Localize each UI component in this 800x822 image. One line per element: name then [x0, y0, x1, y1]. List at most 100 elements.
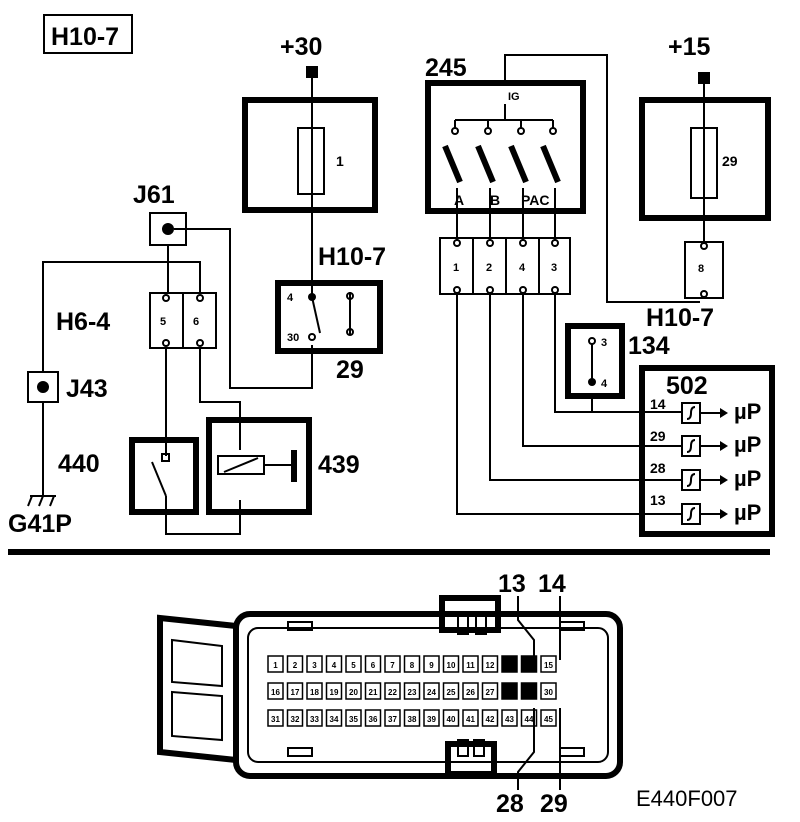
ecu-pin-29: 29 — [650, 428, 666, 444]
connector-pin-number: 17 — [291, 688, 300, 697]
connector-pin-number: 42 — [486, 715, 495, 724]
connector-pin-37 — [384, 709, 401, 727]
connector-pin-number: 2 — [293, 661, 298, 670]
comp-134-label: 134 — [628, 332, 670, 360]
pin-label-28: 28 — [496, 790, 524, 818]
connector-pin-19 — [325, 682, 343, 700]
ground-label: G41P — [8, 510, 72, 538]
connector-pin-number: 32 — [291, 715, 300, 724]
connector-pin-number: 31 — [271, 715, 280, 724]
fuse-1-element — [297, 127, 325, 195]
connector-pin-number: 12 — [486, 661, 495, 670]
connector-pin-number: 25 — [447, 688, 456, 697]
fuse-box-29 — [639, 97, 771, 221]
connector-pin-13 — [501, 655, 518, 673]
connector-pin-number: 44 — [525, 715, 534, 724]
ignition-switch-label: 245 — [425, 54, 467, 82]
j61-label: J61 — [133, 181, 175, 209]
connector-pin-28 — [501, 682, 518, 700]
connector-pin-34 — [325, 709, 343, 727]
connector-pin-43 — [501, 709, 518, 727]
wire-pin3-ecu14 — [554, 294, 682, 413]
connector-pin-10 — [442, 655, 460, 673]
comp-439-box — [206, 417, 312, 515]
connector-pin-number: 5 — [351, 661, 356, 670]
relay-pin-4: 4 — [287, 292, 294, 304]
connector-pin-39 — [423, 709, 440, 727]
comp-134-box — [565, 323, 625, 399]
connector-pin-number: 6 — [371, 661, 376, 670]
switch-440-contact — [151, 461, 167, 497]
pin-label-13: 13 — [498, 570, 526, 598]
relay-29-box — [275, 280, 383, 354]
connector-pin-5 — [345, 655, 362, 673]
comp-134-pin-4: 4 — [601, 378, 608, 390]
connector-pin-number: 22 — [388, 688, 397, 697]
connector-pin-26 — [462, 682, 479, 700]
connector-pin-number: 16 — [271, 688, 280, 697]
connector-h10-7-right-label: H10-7 — [646, 304, 714, 332]
ground-symbol — [27, 495, 56, 507]
h10-pin-1: 1 — [453, 262, 459, 274]
ecu-input-row-29: 29 µP — [650, 428, 761, 457]
comp-134-pin-3: 3 — [601, 337, 607, 349]
h10-pin-4: 4 — [519, 262, 526, 274]
connector-pin-31 — [267, 709, 284, 727]
connector-pin-number: 7 — [390, 661, 395, 670]
connector-pin-number: 43 — [505, 715, 514, 724]
connector-pin-number: 3 — [312, 661, 317, 670]
ecu-out-29: µP — [734, 432, 761, 457]
comp-439-label: 439 — [318, 451, 360, 479]
fuse-29-label: 29 — [722, 153, 738, 169]
connector-pin-16 — [267, 682, 284, 700]
connector-pin-4 — [325, 655, 343, 673]
connector-pin-number: 27 — [486, 688, 495, 697]
connector-pin-number: 18 — [310, 688, 319, 697]
connector-pin-number: 45 — [544, 715, 553, 724]
connector-pin-number: 26 — [466, 688, 475, 697]
ecu-pin-28: 28 — [650, 460, 666, 476]
ecu-input-row-13: 13 µP — [650, 492, 761, 525]
comp-440-label: 440 — [58, 450, 100, 478]
connector-pin-number: 39 — [427, 715, 436, 724]
connector-pin-1 — [267, 655, 284, 673]
ignition-switch-box — [425, 80, 586, 214]
connector-pin-number: 1 — [273, 661, 278, 670]
connector-pin-number: 35 — [349, 715, 358, 724]
connector-pin-number: 40 — [447, 715, 456, 724]
wire-pin4-ecu29 — [522, 294, 682, 447]
connector-pin-number: 11 — [466, 661, 475, 670]
relay-29-label: 29 — [336, 356, 364, 384]
connector-pin-12 — [481, 655, 499, 673]
connector-pin-27 — [481, 682, 499, 700]
connector-pin-44 — [520, 709, 538, 727]
h6-4-pin-6: 6 — [193, 316, 199, 328]
connector-pin-42 — [481, 709, 499, 727]
connector-pin-40 — [442, 709, 460, 727]
connector-right-pin: 8 — [698, 263, 704, 275]
ecu-out-14: µP — [734, 399, 761, 424]
connector-pin-30 — [540, 682, 557, 700]
wire-pin2-ecu28 — [489, 294, 682, 481]
wire-245-h10-right — [504, 54, 700, 303]
figure-code: E440F007 — [636, 786, 738, 811]
fuse-29-element — [690, 127, 718, 199]
connector-h10-7-label: H10-7 — [318, 243, 386, 271]
connector-pin-8 — [403, 655, 421, 673]
h6-4-pin-5: 5 — [160, 316, 166, 328]
supply-15-label: +15 — [668, 33, 711, 61]
connector-pin-38 — [403, 709, 421, 727]
h10-pin-3: 3 — [551, 262, 557, 274]
wire-h6-439 — [199, 348, 241, 450]
connector-pin-18 — [306, 682, 323, 700]
ecu-input-row-14: 14 µP — [650, 396, 761, 424]
comp-440-box — [129, 437, 199, 515]
j43-node — [37, 381, 49, 393]
wire-j61-h6-6 — [168, 261, 201, 293]
connector-pin-number: 9 — [429, 661, 434, 670]
pin-callouts — [517, 596, 561, 790]
connector-pin-number: 37 — [388, 715, 397, 724]
connector-pin-number: 23 — [408, 688, 417, 697]
connector-pin-32 — [286, 709, 304, 727]
